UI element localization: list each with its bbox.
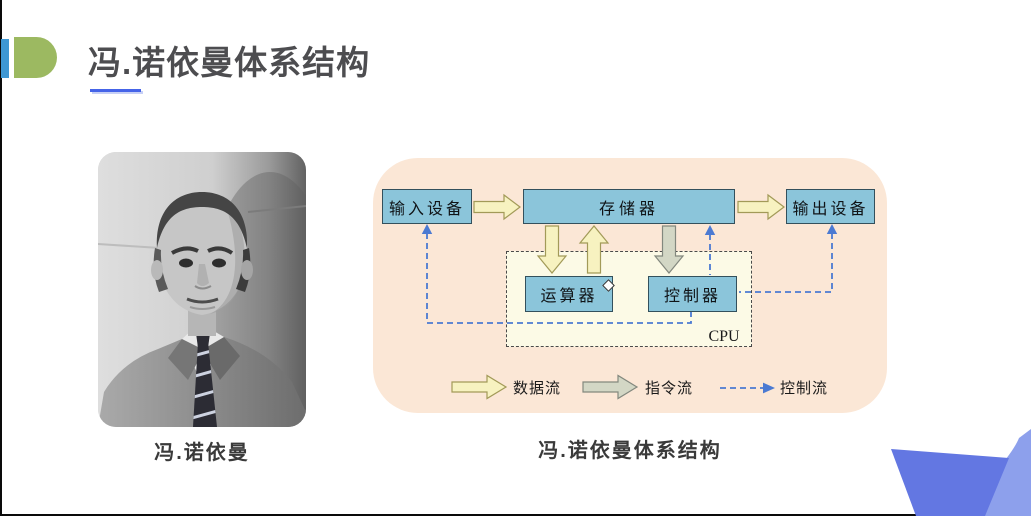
diagram-caption: 冯.诺依曼体系结构 xyxy=(538,440,722,462)
corner-shape-dark xyxy=(891,449,1009,516)
page-title: 冯.诺依曼体系结构 xyxy=(88,44,371,81)
title-underline xyxy=(90,89,141,92)
corner-shape-light xyxy=(953,429,1031,516)
diagram-box-input-device: 输入设备 xyxy=(382,189,472,224)
legend-label-data-flow: 数据流 xyxy=(513,381,562,397)
photo-caption: 冯.诺依曼 xyxy=(154,442,250,464)
diagram-box-control-unit: 控制器 xyxy=(648,276,737,312)
von-neumann-portrait-art xyxy=(98,152,306,427)
diagram-box-memory: 存储器 xyxy=(523,189,735,224)
legend-label-control-flow: 控制流 xyxy=(780,381,829,397)
diagram-box-output-device: 输出设备 xyxy=(786,189,875,224)
legend-label-instruction-flow: 指令流 xyxy=(645,381,694,397)
logo-blue-bar xyxy=(1,39,9,78)
diagram-box-alu: 运算器 xyxy=(525,276,613,312)
von-neumann-photo xyxy=(98,152,306,427)
left-border-line xyxy=(0,0,2,516)
bottom-border-line xyxy=(0,514,1031,516)
logo-green-shape xyxy=(14,37,57,78)
corner-decoration xyxy=(891,429,1031,516)
cpu-label: CPU xyxy=(708,328,740,345)
